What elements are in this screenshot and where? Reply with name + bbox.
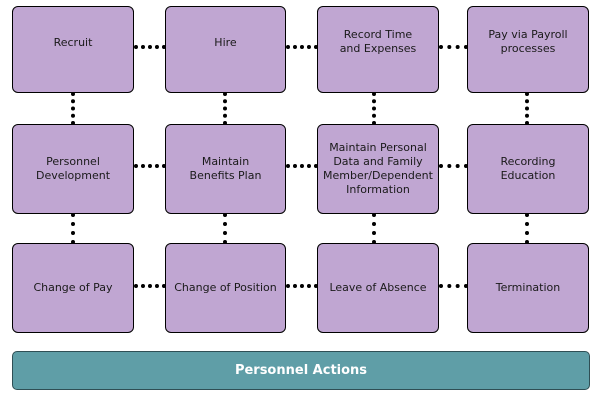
box-change-of-pay: Change of Pay (12, 243, 134, 333)
connector-r1-c1-c2 (134, 45, 166, 49)
box-change-of-position: Change of Position (165, 243, 286, 333)
box-maintain-personal-data: Maintain Personal Data and Family Member… (317, 124, 439, 214)
box-pay-via-payroll: Pay via Payroll processes (467, 6, 589, 93)
box-termination: Termination (467, 243, 589, 333)
connector-r2-c2-c3 (286, 164, 318, 168)
personnel-actions-bar: Personnel Actions (12, 351, 590, 390)
connector-r2-c1-c2 (134, 164, 166, 168)
connector-c2-r2-r3 (223, 213, 227, 244)
connector-r3-c2-c3 (286, 284, 318, 288)
connector-c4-r2-r3 (525, 213, 529, 244)
connector-c3-r2-r3 (372, 213, 376, 244)
connector-c2-r1-r2 (223, 92, 227, 125)
connector-c4-r1-r2 (525, 92, 529, 125)
connector-r3-c3-c4 (439, 284, 468, 288)
box-record-time-and-expenses: Record Time and Expenses (317, 6, 439, 93)
connector-r1-c2-c3 (286, 45, 318, 49)
box-recruit: Recruit (12, 6, 134, 93)
box-maintain-benefits-plan: Maintain Benefits Plan (165, 124, 286, 214)
connector-r2-c3-c4 (439, 164, 468, 168)
connector-c1-r1-r2 (71, 92, 75, 125)
connector-r3-c1-c2 (134, 284, 166, 288)
box-leave-of-absence: Leave of Absence (317, 243, 439, 333)
box-recording-education: Recording Education (467, 124, 589, 214)
connector-c3-r1-r2 (372, 92, 376, 125)
box-personnel-development: Personnel Development (12, 124, 134, 214)
connector-r1-c3-c4 (439, 45, 468, 49)
box-hire: Hire (165, 6, 286, 93)
connector-c1-r2-r3 (71, 213, 75, 244)
